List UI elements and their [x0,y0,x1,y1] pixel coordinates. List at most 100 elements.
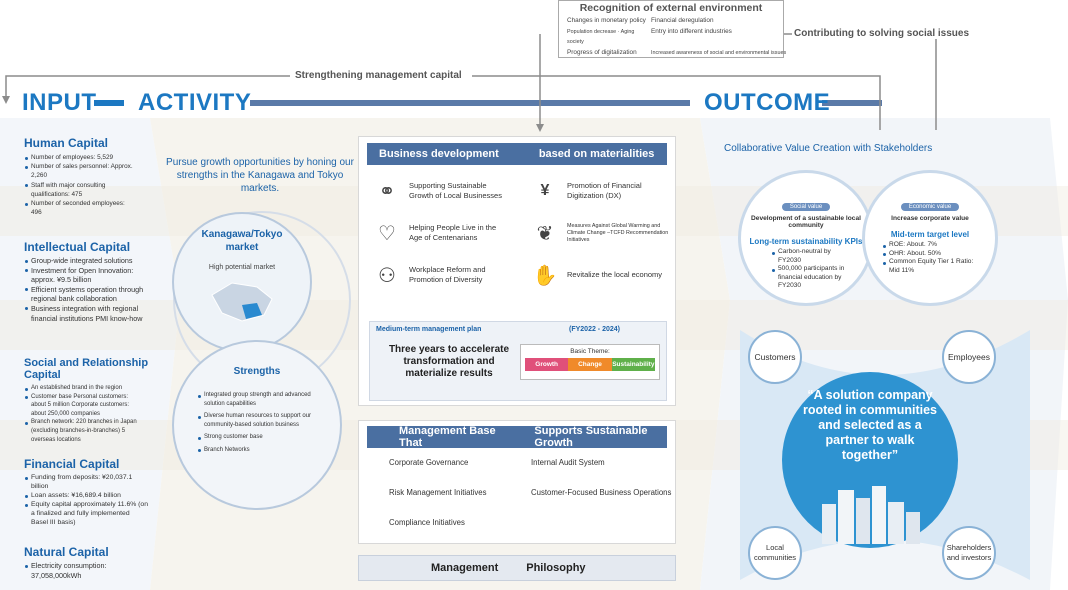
economic-value-circle: Economic value Increase corporate value … [862,170,998,306]
management-item: Internal Audit System [531,458,605,467]
list-item: Business integration with regional finan… [24,304,144,323]
list-item: Group-wide integrated solutions [24,256,144,266]
plant-icon: ❦ [536,222,554,245]
theme-label: Basic Theme: [570,348,610,355]
collab-title: Collaborative Value Creation with Stakeh… [724,143,933,154]
market-circle: Kanagawa/Tokyo market High potential mar… [172,212,312,352]
human-capital-title: Human Capital [24,136,109,150]
intellectual-capital-title: Intellectual Capital [24,240,131,254]
business-items: ⚭ Supporting Sustainable Growth of Local… [359,165,675,291]
economic-title: Increase corporate value [891,215,969,222]
philosophy-right: Philosophy [526,562,586,574]
recognition-item: Entry into different industries [651,28,732,35]
theme-change-tag: Change [568,358,612,371]
natural-capital: Natural Capital Electricity consumption:… [24,545,134,580]
contributing-label: Contributing to solving social issues [792,28,972,39]
business-item: ❦ Measures Against Global Warming and Cl… [529,217,679,249]
management-item: Corporate Governance [389,458,469,467]
list-item: Carbon-neutral by FY2030 [771,248,851,265]
strengths-title: Strengths [233,366,281,377]
philosophy-left: Management [431,562,499,574]
raised-hands-icon: ✋ [532,264,558,287]
financial-capital-title: Financial Capital [24,457,120,471]
recognition-items: Changes in monetary policy Financial der… [559,14,786,58]
management-box: Management Base That Supports Sustainabl… [358,420,676,544]
management-item: Compliance Initiatives [389,518,465,527]
list-item: Customer base Personal customers: about … [24,393,144,419]
recognition-box: Recognition of external environment Chan… [558,0,786,58]
input-header: INPUT [22,89,97,116]
list-item: Branch Networks [197,446,317,455]
social-value-circle: Social value Development of a sustainabl… [738,170,874,306]
handshake-icon: ⚭ [378,180,396,203]
social-capital-list: An established brand in the region Custo… [24,384,144,444]
management-banner-right: Supports Sustainable Growth [534,425,648,449]
management-banner: Management Base That Supports Sustainabl… [367,425,667,449]
recognition-item: Progress of digitalization [567,49,637,56]
list-item: Number of seconded employees: 496 [24,199,136,217]
business-item-label: Revitalize the local economy [567,270,663,279]
list-item: ROE: About. 7% [882,241,978,250]
stakeholder-shareholders: Shareholders and investors [942,526,996,580]
list-item: Common Equity Tier 1 Ratio: Mid 11% [882,258,978,275]
social-capital-title: Social and Relationship Capital [24,357,149,381]
plan-period: (FY2022 - 2024) [569,326,620,333]
management-item: Risk Management Initiatives [389,488,487,497]
people-icon: ⚇ [378,264,396,287]
human-capital-list: Number of employees: 5,529 Number of sal… [24,153,136,217]
input-column: Human Capital Number of employees: 5,529… [24,136,164,217]
recognition-item: Financial deregulation [651,17,714,24]
social-badge: Social value [781,203,831,211]
business-item-label: Measures Against Global Warming and Clim… [567,222,669,243]
list-item: Diverse human resources to support our c… [197,412,317,429]
map-illustration [211,282,273,322]
business-item: ✋ Revitalize the local economy [529,259,679,291]
theme-tags: Growth Change Sustainability [525,358,655,371]
theme-growth-tag: Growth [525,358,569,371]
social-title: Development of a sustainable local commu… [751,215,861,229]
social-capital: Social and Relationship Capital An estab… [24,357,162,444]
outcome-header: OUTCOME [704,89,831,116]
business-banner-right: based on materialities [538,148,655,160]
financial-capital: Financial Capital Funding from deposits:… [24,457,148,527]
list-item: Equity capital approximately 11.6% (on a… [24,500,148,527]
list-item: Investment for Open Innovation: approx. … [24,266,144,285]
business-item-label: Helping People Live in the Age of Centen… [409,223,497,242]
list-item: 500,000 participants in financial educat… [771,265,851,291]
stakeholder-customers: Customers [748,330,802,384]
stakeholder-employees: Employees [942,330,996,384]
business-box: Business development based on materialit… [358,136,676,406]
business-item: ⚇ Workplace Reform and Promotion of Dive… [371,259,529,291]
economic-target-list: ROE: About. 7% OHR: About. 50% Common Eq… [882,241,978,275]
management-item: Customer-Focused Business Operations [531,488,672,497]
list-item: Number of employees: 5,529 [24,153,136,162]
theme-sustainability-tag: Sustainability [611,358,655,371]
list-item: Staff with major consulting qualificatio… [24,181,136,199]
philosophy-bar: Management Philosophy [358,555,676,581]
natural-capital-list: Electricity consumption: 37,058,000kWh [24,561,134,580]
list-item: An established brand in the region [24,384,144,393]
plan-main: Three years to accelerate transformation… [388,344,510,379]
heart-hands-icon: ♡ [378,222,396,245]
city-illustration [822,486,920,544]
business-banner-left: Business development [379,148,499,160]
business-item: ⚭ Supporting Sustainable Growth of Local… [371,175,529,207]
business-banner: Business development based on materialit… [367,143,667,165]
intellectual-capital-list: Group-wide integrated solutions Investme… [24,256,144,323]
list-item: Strong customer base [197,433,317,442]
recognition-item: Increased awareness of social and enviro… [651,50,787,56]
list-item: Electricity consumption: 37,058,000kWh [24,561,134,580]
business-item-label: Workplace Reform and Promotion of Divers… [409,265,486,284]
social-kpi-title: Long-term sustainability KPIs [749,237,863,246]
economic-badge: Economic value [900,203,960,211]
plan-box: Medium-term management plan (FY2022 - 20… [369,321,667,401]
market-title: Kanagawa/Tokyo market [201,229,283,253]
list-item: OHR: About. 50% [882,250,978,259]
yen-monitor-icon: ¥ [540,182,550,199]
plan-header: Medium-term management plan (FY2022 - 20… [370,322,666,333]
business-item: ¥ Promotion of Financial Digitization (D… [529,175,679,207]
pursue-text: Pursue growth opportunities by honing ou… [166,157,354,194]
list-item: Funding from deposits: ¥20,037.1 billion [24,473,148,491]
list-item: Branch network: 220 branches in Japan (e… [24,418,144,444]
activity-header: ACTIVITY [138,89,252,116]
